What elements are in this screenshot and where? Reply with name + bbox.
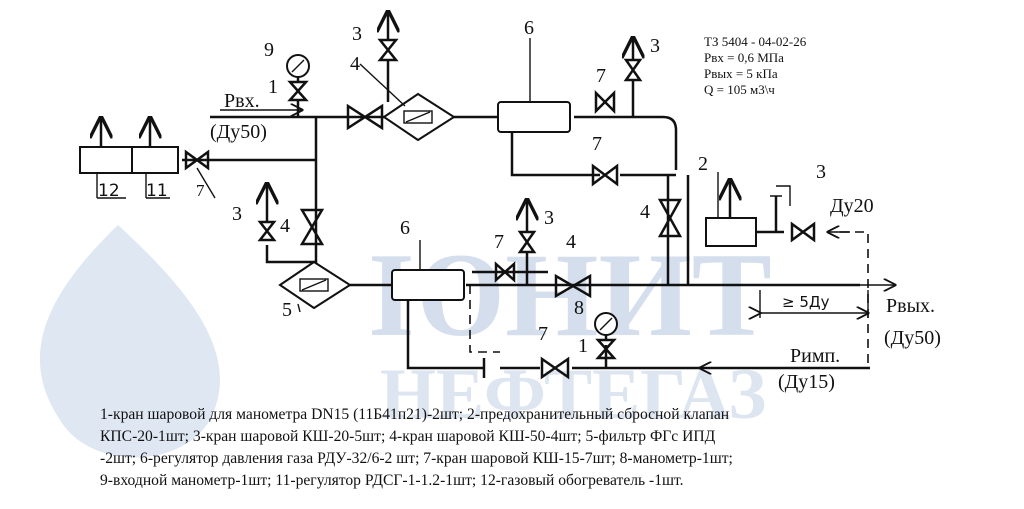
inlet-diameter-label: (Ду50)	[210, 121, 267, 143]
callout-3-upper-right: 3	[650, 35, 660, 57]
callout-7-impulse: 7	[538, 323, 548, 345]
leader-lines	[96, 38, 719, 313]
watermark-drop-icon	[39, 225, 220, 458]
manometer-inlet	[286, 54, 310, 82]
spec-inlet-pressure: Рвх = 0,6 МПа	[704, 50, 784, 65]
valves	[184, 38, 816, 380]
dashed-lines	[220, 110, 895, 368]
callout-12: 12	[98, 181, 120, 201]
callout-3-right: 3	[816, 161, 826, 183]
vent-diameter-label: Ду20	[830, 195, 874, 217]
callout-9: 9	[264, 39, 274, 61]
filter-lower	[278, 260, 352, 310]
relief-valve	[705, 217, 757, 247]
spec-outlet-pressure: Рвых = 5 кПа	[704, 66, 778, 81]
callout-3-lower: 3	[544, 207, 554, 229]
outlet-pressure-label: Рвых.	[886, 295, 935, 317]
legend-line: КПС-20-1шт; 3-кран шаровой КШ-20-5шт; 4-…	[100, 428, 716, 445]
spec-block: ТЗ 5404 - 04-02-26 Рвх = 0,6 МПа Рвых = …	[704, 34, 806, 98]
spec-doc-number: ТЗ 5404 - 04-02-26	[704, 34, 807, 49]
callout-11: 11	[146, 181, 168, 201]
callout-7-bypass: 7	[592, 133, 602, 155]
legend-line: 9-входной манометр-1шт; 11-регулятор РДС…	[100, 472, 684, 489]
heater-regulator	[131, 146, 179, 174]
regulator-lower	[391, 269, 465, 301]
flow-labels: Рвх. (Ду50) Рвых. (Ду50) Римп. (Ду15) Ду…	[210, 90, 941, 393]
legend-line: -2шт; 6-регулятор давления газа РДУ-32/6…	[100, 450, 733, 467]
impulse-pressure-label: Римп.	[790, 345, 840, 367]
callout-7-heater: 7	[196, 181, 205, 200]
equipment-legend: 1-кран шаровой для манометра DN15 (11Б41…	[100, 404, 990, 492]
callout-8: 8	[574, 297, 584, 319]
callout-3-left: 3	[232, 203, 242, 225]
callout-5: 5	[282, 299, 292, 321]
callout-6-lower: 6	[400, 217, 410, 239]
filter-upper	[382, 92, 456, 142]
callout-numbers: 9 1 4 3 6 3 7 7 2 3 4 3 4 6 3 7 4 5 8 7 …	[98, 17, 826, 357]
callout-4-lower: 4	[566, 231, 576, 253]
callout-7-upper: 7	[596, 65, 606, 87]
callout-4-riser: 4	[640, 201, 650, 223]
spec-flow-rate: Q = 105 м3\ч	[704, 82, 775, 97]
callout-7-lower: 7	[494, 231, 504, 253]
legend-line: 1-кран шаровой для манометра DN15 (11Б41…	[100, 406, 730, 423]
impulse-diameter-label: (Ду15)	[778, 371, 835, 393]
callout-1-upper: 1	[268, 76, 278, 98]
callout-1-lower: 1	[578, 335, 588, 357]
callout-4-left: 4	[280, 215, 290, 237]
outlet-diameter-label: (Ду50)	[884, 327, 941, 349]
callout-3-top: 3	[352, 23, 362, 45]
inlet-pressure-label: Рвх.	[224, 90, 260, 112]
callout-4-upper: 4	[350, 53, 360, 75]
vent-arrows	[267, 12, 791, 285]
manometer-outlet	[594, 312, 618, 340]
gas-heater	[79, 146, 133, 174]
callout-2: 2	[698, 153, 708, 175]
callout-6-upper: 6	[524, 17, 534, 39]
min-distance-label: ≥ 5Ду	[782, 293, 830, 311]
regulator-upper	[497, 101, 571, 133]
